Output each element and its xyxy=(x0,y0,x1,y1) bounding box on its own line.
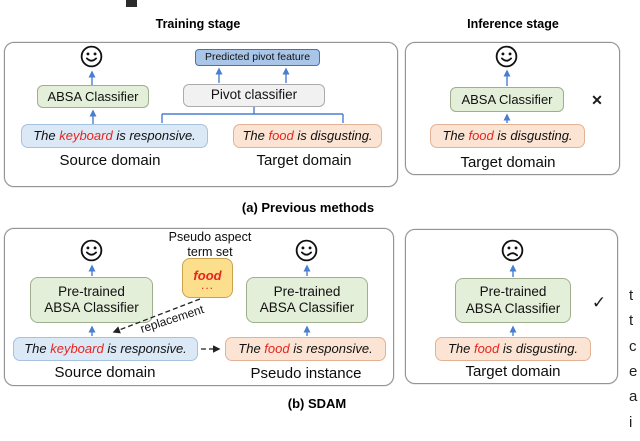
absa-classifier-box: ABSA Classifier xyxy=(37,85,149,108)
pseudo-instance-label: Pseudo instance xyxy=(250,365,362,382)
ellipsis: ... xyxy=(200,277,214,292)
pretrained-absa-classifier-box: Pre-trained ABSA Classifier xyxy=(455,278,571,323)
source-domain-label: Source domain xyxy=(59,152,161,169)
target-domain-label: Target domain xyxy=(460,154,556,171)
predicted-pivot-feature-box: Predicted pivot feature xyxy=(195,49,320,66)
cropped-text-fragment: t xyxy=(629,287,634,304)
smiley-face-icon xyxy=(495,45,518,68)
classifier-line2: ABSA Classifier xyxy=(465,300,561,316)
pseudo-aspect-term-box: food ... xyxy=(182,258,233,298)
cropped-text-fragment-top xyxy=(126,0,137,7)
aspect-word: food xyxy=(473,341,500,357)
sentence-text: The food is disgusting. xyxy=(442,128,573,144)
cropped-text-fragment: a xyxy=(629,388,638,405)
pivot-classifier-label: Pivot classifier xyxy=(210,87,298,103)
cropped-text-fragment: i xyxy=(629,414,633,431)
target-domain-label: Target domain xyxy=(465,363,561,380)
pretrained-absa-classifier-box: Pre-trained ABSA Classifier xyxy=(30,277,153,323)
cropped-text-fragment: t xyxy=(629,312,634,329)
sentence-text: The keyboard is responsive. xyxy=(33,128,196,144)
aspect-word: food xyxy=(468,128,494,144)
check-mark-icon: ✓ xyxy=(591,293,607,312)
absa-classifier-box: ABSA Classifier xyxy=(450,87,564,112)
cross-mark-icon: ✕ xyxy=(591,92,603,108)
source-sentence-box: The keyboard is responsive. xyxy=(21,124,208,148)
sentence-text: The food is disgusting. xyxy=(447,341,579,357)
aspect-word: food xyxy=(264,341,290,357)
smiley-face-icon xyxy=(80,45,103,68)
smiley-face-icon xyxy=(295,239,318,262)
target-sentence-box: The food is disgusting. xyxy=(233,124,382,148)
sentence-text: The food is responsive. xyxy=(238,341,373,357)
cropped-text-fragment: c xyxy=(629,338,637,355)
classifier-line1: Pre-trained xyxy=(273,283,341,299)
absa-classifier-label: ABSA Classifier xyxy=(47,88,139,104)
sad-face-icon xyxy=(501,239,524,262)
smiley-face-icon xyxy=(80,239,103,262)
classifier-line2: ABSA Classifier xyxy=(44,300,139,315)
pseudo-term: food xyxy=(193,267,222,283)
cropped-text-fragment: e xyxy=(629,363,638,380)
aspect-word: keyboard xyxy=(59,128,113,144)
target-domain-label: Target domain xyxy=(256,152,352,169)
pseudo-instance-sentence-box: The food is responsive. xyxy=(225,337,386,361)
sentence-text: The food is disgusting. xyxy=(242,128,373,144)
classifier-line1: Pre-trained xyxy=(58,283,125,299)
caption-sdam: (b) SDAM xyxy=(287,396,347,411)
aspect-word: keyboard xyxy=(50,341,104,357)
predicted-pivot-feature-label: Predicted pivot feature xyxy=(204,51,311,64)
classifier-line2: ABSA Classifier xyxy=(259,300,355,315)
sentence-text: The keyboard is responsive. xyxy=(24,341,187,357)
caption-previous-methods: (a) Previous methods xyxy=(241,200,375,215)
pseudo-aspect-set-title: Pseudo aspect term set xyxy=(168,230,252,259)
aspect-word: food xyxy=(268,128,294,144)
pretrained-absa-classifier-box: Pre-trained ABSA Classifier xyxy=(246,277,368,323)
source-sentence-box: The keyboard is responsive. xyxy=(13,337,198,361)
training-stage-title: Training stage xyxy=(155,17,241,31)
target-sentence-box: The food is disgusting. xyxy=(430,124,585,148)
classifier-line1: Pre-trained xyxy=(479,284,547,300)
pivot-classifier-box: Pivot classifier xyxy=(183,84,325,107)
target-sentence-box: The food is disgusting. xyxy=(435,337,591,361)
inference-stage-title: Inference stage xyxy=(467,17,559,31)
source-domain-label: Source domain xyxy=(54,364,156,381)
absa-classifier-label: ABSA Classifier xyxy=(461,91,553,107)
